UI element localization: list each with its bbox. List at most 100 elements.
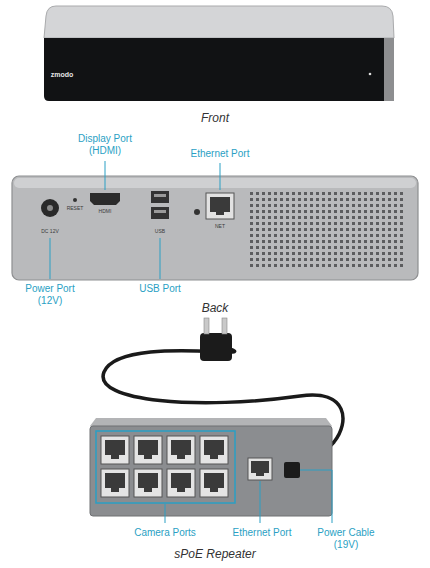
vent-hole [274,240,277,243]
vent-hole [310,228,313,231]
vent-hole [370,246,373,249]
vent-hole [328,240,331,243]
vent-hole [376,264,379,267]
vent-hole [322,234,325,237]
vent-hole [256,234,259,237]
vent-hole [256,252,259,255]
vent-hole [256,216,259,219]
vent-hole [352,210,355,213]
vent-hole [274,228,277,231]
vent-hole [328,264,331,267]
nvr-side-edge [384,38,394,101]
callout-label: Camera Ports [134,527,196,539]
vent-hole [298,234,301,237]
vent-hole [262,192,265,195]
vent-hole [364,264,367,267]
vent-hole [352,264,355,267]
vent-hole [298,198,301,201]
vent-hole [400,240,403,243]
vent-hole [388,240,391,243]
vent-hole [376,222,379,225]
leader-line [165,504,166,523]
vent-hole [298,264,301,267]
vent-hole [382,198,385,201]
vent-hole [262,252,265,255]
vent-hole [322,192,325,195]
vent-hole [304,222,307,225]
power-port-symbol [41,199,59,217]
vent-hole [268,204,271,207]
camera-port [200,436,228,464]
vent-hole [358,222,361,225]
vent-hole [292,264,295,267]
vent-hole [292,228,295,231]
vent-hole [334,210,337,213]
camera-port-frame [101,469,129,497]
vent-hole [334,234,337,237]
vent-hole [298,216,301,219]
vent-hole [376,198,379,201]
vent-hole [316,234,319,237]
vent-hole [280,210,283,213]
vent-hole [256,258,259,261]
vent-hole [346,258,349,261]
vent-hole [334,228,337,231]
vent-hole [304,246,307,249]
camera-port-frame [167,436,195,464]
vent-grid [250,192,403,267]
vent-hole [400,210,403,213]
vent-hole [292,192,295,195]
leader-line [220,163,221,190]
vent-hole [334,222,337,225]
vent-hole [280,252,283,255]
vent-hole [370,264,373,267]
vent-hole [262,258,265,261]
vent-hole [340,258,343,261]
vent-hole [298,258,301,261]
camera-port-frame [101,436,129,464]
brand-logo: zmodo [51,71,74,79]
vent-hole [316,204,319,207]
port-marking: HDMI [99,209,112,214]
plug-body [200,333,232,361]
vent-hole [262,210,265,213]
vent-hole [256,204,259,207]
vent-hole [286,198,289,201]
vent-hole [250,192,253,195]
vent-hole [364,234,367,237]
vent-hole [250,198,253,201]
port-marking: USB [155,229,165,234]
vent-hole [262,216,265,219]
vent-hole [400,204,403,207]
vent-hole [274,246,277,249]
camera-port-frame [200,436,228,464]
vent-hole [394,264,397,267]
vent-hole [376,216,379,219]
vent-hole [352,252,355,255]
camera-port-socket [105,440,125,459]
vent-hole [346,252,349,255]
vent-hole [346,222,349,225]
vent-hole [286,192,289,195]
vent-hole [292,240,295,243]
vent-hole [382,216,385,219]
view-caption: Back [202,302,229,316]
vent-hole [262,246,265,249]
camera-port-frame [200,469,228,497]
vent-hole [274,198,277,201]
vent-hole [256,264,259,267]
vent-hole [376,210,379,213]
vent-hole [292,234,295,237]
vent-hole [262,240,265,243]
vent-hole [322,246,325,249]
vent-hole [358,228,361,231]
vent-hole [340,264,343,267]
vent-hole [340,198,343,201]
vent-hole [286,210,289,213]
vent-hole [388,210,391,213]
camera-port-socket [204,473,224,492]
vent-hole [370,228,373,231]
camera-port [167,469,195,497]
vent-hole [370,240,373,243]
